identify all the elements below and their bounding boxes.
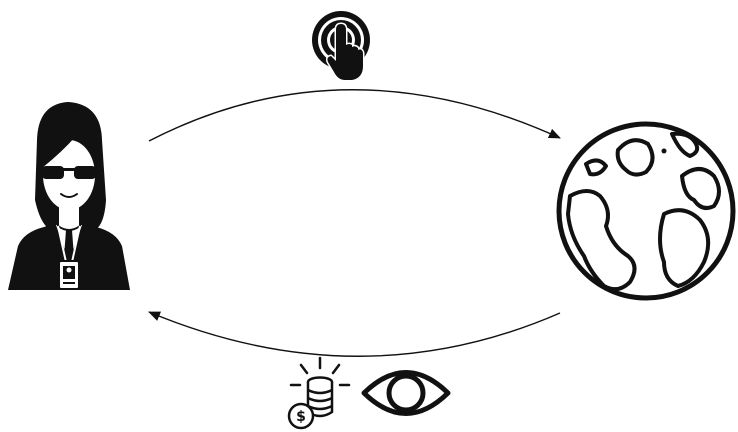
feedback-arrow (149, 312, 560, 356)
coins-reward-icon: $ (289, 358, 349, 428)
action-arrow (149, 90, 560, 141)
globe-icon (559, 124, 733, 298)
eye-icon (364, 373, 448, 414)
agent-person-icon (8, 102, 130, 290)
svg-text:$: $ (296, 409, 306, 425)
touch-tap-icon (312, 11, 370, 80)
